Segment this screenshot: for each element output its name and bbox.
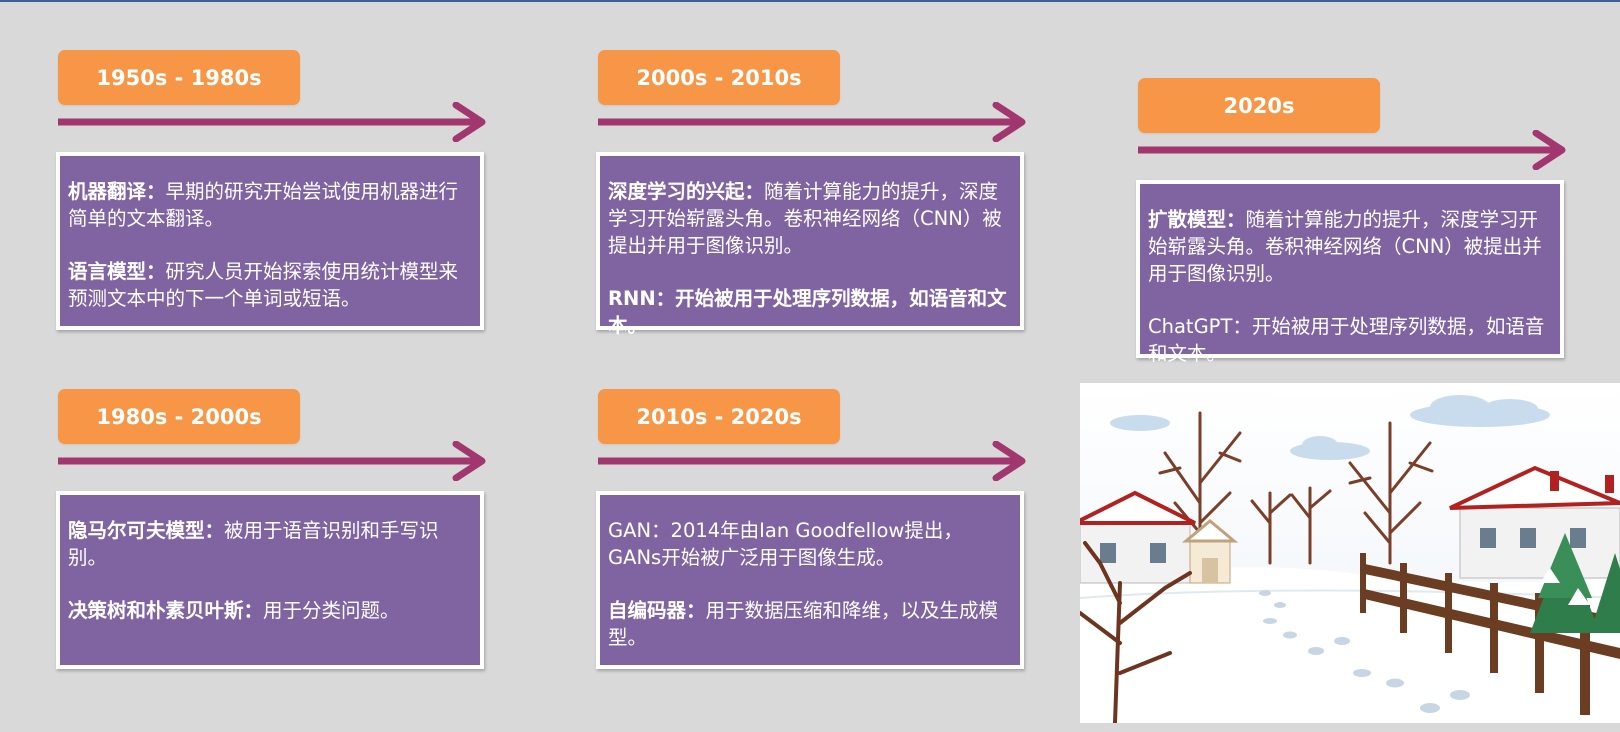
period-card-2000s-2010s: 深度学习的兴起：随着计算能力的提升，深度学习开始崭露头角。卷积神经网络（CNN）… <box>596 152 1024 337</box>
period-card-2020s: 扩散模型：随着计算能力的提升，深度学习开始崭露头角。卷积神经网络（CNN）被提出… <box>1136 180 1564 365</box>
pine-tree-icon <box>1530 533 1620 633</box>
card-text: 研究人员开始探索使用统计模型来预测文本中的下一个单词或短语。 <box>68 260 459 310</box>
card-text: GAN：2014年由Ian Goodfellow提出，GANs开始被广泛用于图像… <box>608 519 963 569</box>
period-label-2020s: 2020s <box>1138 78 1380 133</box>
timeline-arrow-icon <box>598 102 1026 142</box>
card-text: 被用于语音识别和手写识别。 <box>68 519 439 569</box>
card-term: 隐马尔可夫模型： <box>68 519 225 542</box>
card-term: 深度学习的兴起： <box>608 180 765 203</box>
timeline-arrow-icon <box>1138 130 1566 170</box>
winter-scene-illustration <box>1080 383 1620 723</box>
card-term: 语言模型： <box>68 260 166 283</box>
card-term: RNN：开始被用于处理序列数据，如语音和文本。 <box>608 287 1007 337</box>
card-text: 随着计算能力的提升，深度学习开始崭露头角。卷积神经网络（CNN）被提出并用于图像… <box>608 180 1002 257</box>
top-border-line <box>0 0 1620 2</box>
footprints-icon <box>1259 590 1470 713</box>
card-text: ChatGPT：开始被用于处理序列数据，如语音和文本。 <box>1148 315 1545 365</box>
cloud-icon <box>1110 395 1550 460</box>
period-label-2010s-2020s: 2010s - 2020s <box>598 389 840 444</box>
period-card-1950s-1980s: 机器翻译：早期的研究开始尝试使用机器进行简单的文本翻译。 语言模型：研究人员开始… <box>56 152 484 330</box>
timeline-arrow-icon <box>598 441 1026 481</box>
bare-tree-icon <box>1080 541 1192 723</box>
card-term: 自编码器： <box>608 599 706 622</box>
period-label-2000s-2010s: 2000s - 2010s <box>598 50 840 105</box>
house-icon <box>1080 490 1239 584</box>
card-text: 早期的研究开始尝试使用机器进行简单的文本翻译。 <box>68 180 459 230</box>
card-term: 决策树和朴素贝叶斯： <box>68 599 264 622</box>
card-text: 用于数据压缩和降维，以及生成模型。 <box>608 599 999 649</box>
timeline-arrow-icon <box>58 102 486 142</box>
period-label-1950s-1980s: 1950s - 1980s <box>58 50 300 105</box>
card-text: 用于分类问题。 <box>263 599 400 622</box>
house-icon <box>1449 465 1620 579</box>
card-term: 机器翻译： <box>68 180 166 203</box>
period-card-1980s-2000s: 隐马尔可夫模型：被用于语音识别和手写识别。 决策树和朴素贝叶斯：用于分类问题。 <box>56 491 484 669</box>
period-card-2010s-2020s: GAN：2014年由Ian Goodfellow提出，GANs开始被广泛用于图像… <box>596 491 1024 669</box>
card-term: 扩散模型： <box>1148 208 1246 231</box>
card-text: 随着计算能力的提升，深度学习开始崭露头角。卷积神经网络（CNN）被提出并用于图像… <box>1148 208 1542 285</box>
timeline-arrow-icon <box>58 441 486 481</box>
period-label-1980s-2000s: 1980s - 2000s <box>58 389 300 444</box>
